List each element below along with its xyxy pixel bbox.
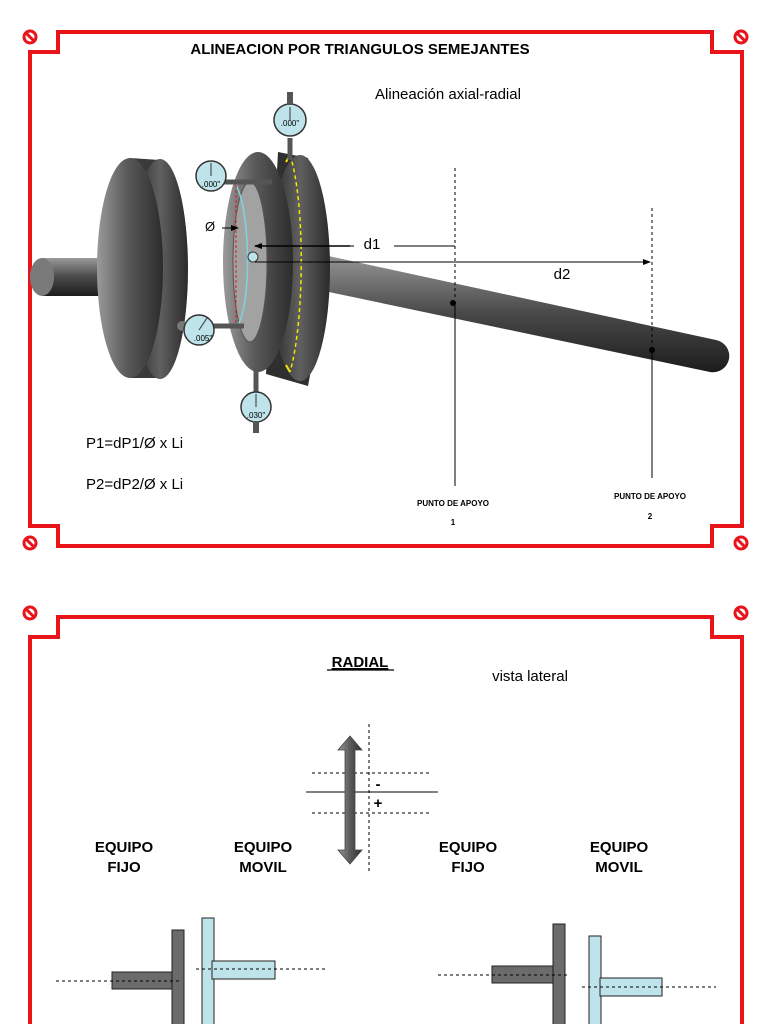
right-fixed-label-line1: EQUIPO: [439, 839, 498, 856]
formula-p1: P1=dP1/Ø x Li: [86, 435, 183, 452]
dial-indicator-left: .000": [195, 160, 272, 192]
right-moving-label-line2: MOVIL: [595, 859, 643, 876]
right-moving-label-line1: EQUIPO: [590, 839, 649, 856]
minus-sign: -: [376, 776, 381, 793]
dial-indicator-bottom: .030": [240, 368, 272, 433]
left-fixed-label-line1: EQUIPO: [95, 839, 154, 856]
corner-prohibited-icon: [733, 535, 749, 551]
vertical-double-arrow: [337, 735, 363, 865]
d2-label: d2: [554, 266, 571, 283]
dial-indicator-top: .000": [273, 92, 307, 160]
slide-2-title: RADIAL: [332, 654, 389, 671]
support-point-1-label: PUNTO DE APOYO: [417, 499, 489, 508]
diameter-label: Ø: [205, 219, 215, 234]
support-point-2-label: PUNTO DE APOYO: [614, 492, 686, 501]
corner-prohibited-icon: [22, 605, 38, 621]
dial-indicator-lower-left: .005": [177, 314, 244, 346]
right-fixed-label-line2: FIJO: [451, 859, 485, 876]
left-moving-label-line1: EQUIPO: [234, 839, 293, 856]
support-point-2-number: 2: [648, 512, 653, 521]
dial-lower-left-reading: .005": [194, 334, 213, 343]
left-moving-equipment: [196, 917, 328, 1024]
right-moving-equipment: [582, 935, 716, 1024]
support-point-1-marker: [450, 300, 456, 306]
support-point-2-marker: [649, 347, 655, 353]
left-fixed-equipment: [56, 929, 185, 1024]
corner-prohibited-icon: [22, 29, 38, 45]
support-point-1-number: 1: [451, 518, 456, 527]
moving-shaft: [305, 252, 730, 373]
right-fixed-equipment: [438, 923, 570, 1024]
formula-p2: P2=dP2/Ø x Li: [86, 476, 183, 493]
corner-prohibited-icon: [733, 605, 749, 621]
corner-prohibited-icon: [22, 535, 38, 551]
left-moving-label-line2: MOVIL: [239, 859, 287, 876]
radial-reference-axes: [306, 724, 438, 874]
left-fixed-label-line2: FIJO: [107, 859, 141, 876]
slide-1-title: ALINEACION POR TRIANGULOS SEMEJANTES: [190, 41, 529, 58]
dial-left-reading: .000": [202, 180, 221, 189]
slide-2-subtitle: vista lateral: [492, 668, 568, 685]
corner-prohibited-icon: [733, 29, 749, 45]
slide-2-frame: [28, 615, 744, 1024]
plus-sign: +: [374, 795, 383, 812]
dial-top-reading: .000": [281, 119, 300, 128]
moving-coupling-disc: [223, 152, 330, 386]
d1-label: d1: [364, 236, 381, 253]
fixed-coupling-disc: [97, 158, 188, 379]
slide-1-subtitle: Alineación axial-radial: [375, 86, 521, 103]
dial-bottom-reading: .030": [247, 411, 266, 420]
